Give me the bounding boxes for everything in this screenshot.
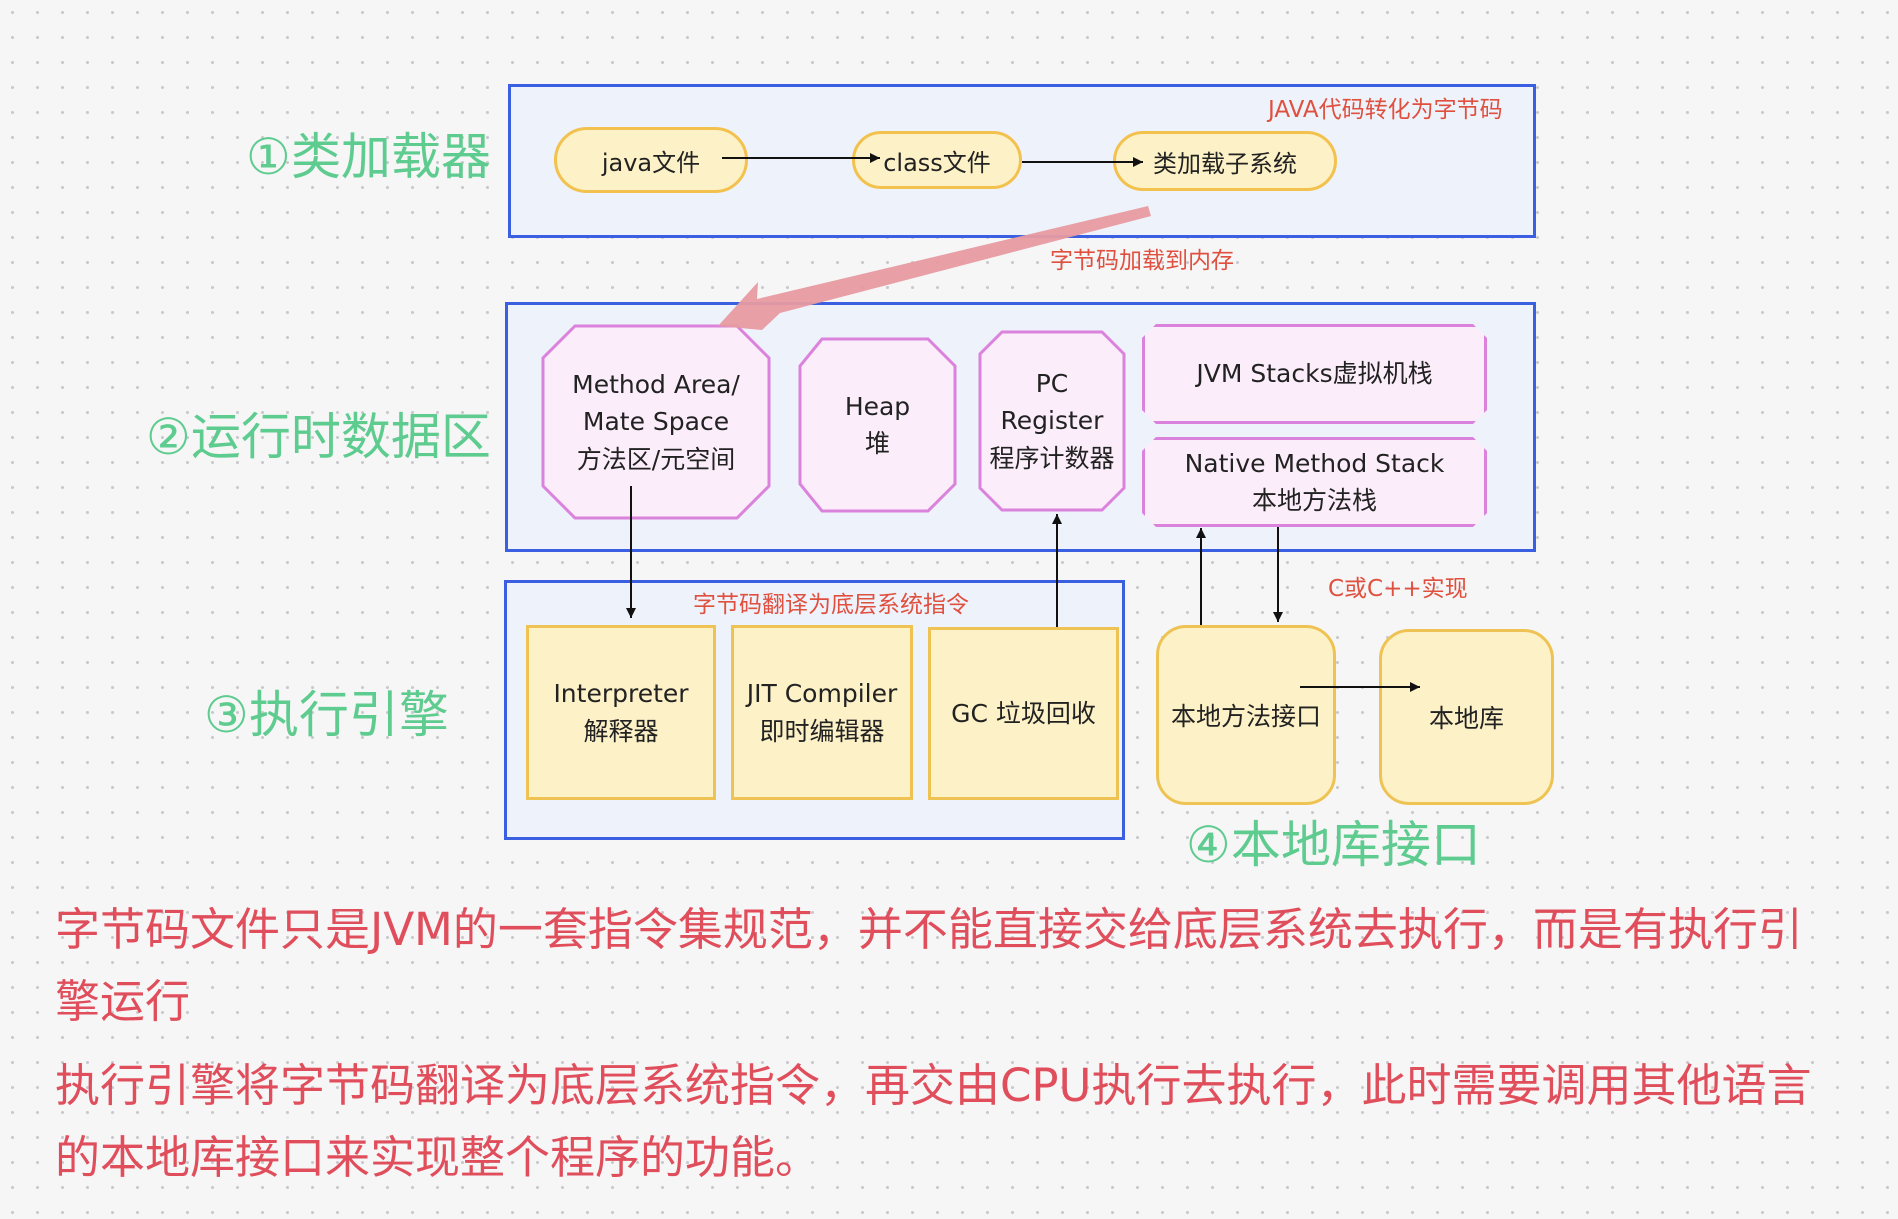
section-label-class-loader: ①类加载器	[246, 128, 491, 186]
explanation-paragraph-1: 字节码文件只是JVM的一套指令集规范，并不能直接交给底层系统去执行，而是有执行引…	[55, 903, 1803, 1028]
native-library-node: 本地库	[1379, 629, 1554, 805]
engine-note: 字节码翻译为底层系统指令	[693, 592, 969, 618]
gc-label: GC 垃圾回收	[951, 698, 1096, 728]
jit-line-2: 即时编辑器	[759, 716, 885, 746]
heap-node	[798, 337, 957, 513]
section-label-native-interface: ④本地库接口	[1186, 816, 1481, 874]
method-area-line-2: Mate Space	[582, 407, 730, 437]
gc-node: GC 垃圾回收	[928, 627, 1119, 800]
heap-line-2: 堆	[864, 429, 890, 458]
section-label-execution-engine: ③执行引擎	[204, 686, 449, 744]
pc-line-2: Register	[1000, 406, 1104, 436]
method-area-line-3: 方法区/元空间	[576, 444, 736, 474]
java-file-node: java文件	[554, 127, 748, 193]
interpreter-line-1: Interpreter	[553, 679, 689, 708]
native-method-stack-node: Native Method Stack 本地方法栈	[1142, 437, 1487, 527]
jvm-stacks-label: JVM Stacks虚拟机栈	[1196, 359, 1433, 389]
heap-text: Heap 堆	[800, 339, 955, 511]
interpreter-line-2: 解释器	[583, 716, 659, 746]
jvm-stacks-node: JVM Stacks虚拟机栈	[1142, 324, 1487, 424]
native-stack-line-2: 本地方法栈	[1251, 486, 1377, 515]
native-method-interface-node: 本地方法接口	[1156, 625, 1336, 805]
pc-register-text: PC Register 程序计数器	[980, 332, 1124, 510]
jit-line-1: JIT Compiler	[746, 679, 898, 708]
method-area-node	[541, 324, 771, 520]
loader-note: JAVA代码转化为字节码	[1268, 97, 1503, 123]
explanation-paragraph-2: 执行引擎将字节码翻译为底层系统指令，再交由CPU执行去执行，此时需要调用其他语言…	[55, 1059, 1812, 1184]
method-area-text: Method Area/ Mate Space 方法区/元空间	[543, 326, 769, 518]
interpreter-node: Interpreter 解释器	[526, 625, 716, 800]
heap-line-1: Heap	[844, 391, 911, 421]
class-file-node: class文件	[852, 131, 1022, 189]
pc-line-3: 程序计数器	[989, 443, 1115, 473]
pc-line-1: PC	[1035, 368, 1069, 398]
section-label-runtime-data-area: ②运行时数据区	[146, 408, 491, 466]
load-to-memory-note: 字节码加载到内存	[1050, 248, 1234, 274]
native-note: C或C++实现	[1328, 576, 1468, 602]
big-load-arrow	[718, 206, 1151, 330]
method-area-line-1: Method Area/	[572, 369, 740, 399]
native-stack-line-1: Native Method Stack	[1184, 448, 1445, 478]
jit-compiler-node: JIT Compiler 即时编辑器	[731, 625, 913, 800]
pc-register-node	[978, 330, 1126, 512]
